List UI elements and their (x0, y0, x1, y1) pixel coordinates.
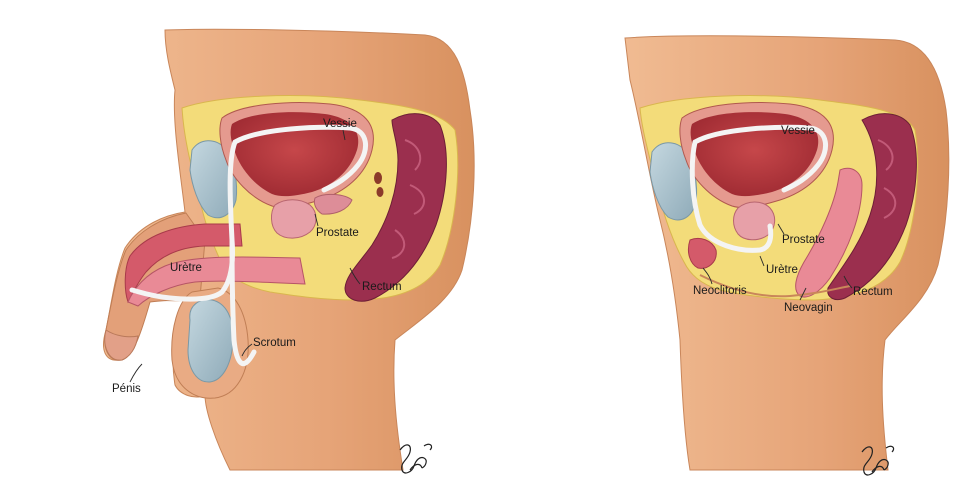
label-scrotum: Scrotum (253, 337, 296, 349)
label-neoclitoris: Neoclitoris (693, 285, 747, 297)
leader-penis (129, 363, 143, 383)
label-vessie-male: Vessie (323, 118, 357, 130)
pubic-bone (189, 140, 238, 219)
leader-prostate-postop (777, 223, 785, 235)
label-prostate-postop: Prostate (782, 234, 825, 246)
urethra-male (129, 124, 368, 367)
label-penis: Pénis (112, 383, 141, 395)
label-uretre-postop: Urètre (766, 264, 798, 276)
label-rectum-male: Rectum (362, 281, 402, 293)
neoclitoris (687, 237, 717, 269)
postop-prostate (733, 201, 776, 241)
artist-signature-postop (861, 445, 895, 476)
leader-neovagin (799, 287, 807, 301)
postop-anatomy-panel: Vessie Prostate Urètre Neoclitoris Neova… (624, 35, 950, 476)
leader-uretre-postop (759, 255, 765, 267)
corpus-cavernosum (124, 223, 243, 304)
male-anatomy-panel: Vessie Prostate Urètre Rectum Scrotum Pé… (103, 28, 475, 474)
rectum-folds (391, 139, 425, 259)
artist-signature (399, 443, 433, 474)
leader-prostate-male (314, 213, 319, 227)
postop-rectum-folds (877, 139, 897, 219)
label-uretre-male: Urètre (170, 262, 202, 274)
glans (104, 329, 139, 361)
leader-vessie-male (342, 129, 346, 141)
urethra-postop (689, 124, 828, 253)
leader-rectum-male (349, 267, 361, 285)
label-rectum-postop: Rectum (853, 286, 893, 298)
label-neovagin: Neovagin (784, 302, 833, 314)
postop-skin-fold (699, 274, 851, 298)
leader-neoclitoris (702, 267, 713, 285)
seminal-vesicle (313, 193, 353, 215)
leader-scrotum (241, 343, 253, 357)
prostate (271, 199, 317, 239)
leader-rectum-postop (843, 275, 853, 289)
label-vessie-postop: Vessie (781, 125, 815, 137)
label-prostate-male: Prostate (316, 227, 359, 239)
corpus-spongiosum (127, 256, 306, 307)
postop-rectum (827, 113, 917, 301)
coccyx (374, 172, 384, 197)
